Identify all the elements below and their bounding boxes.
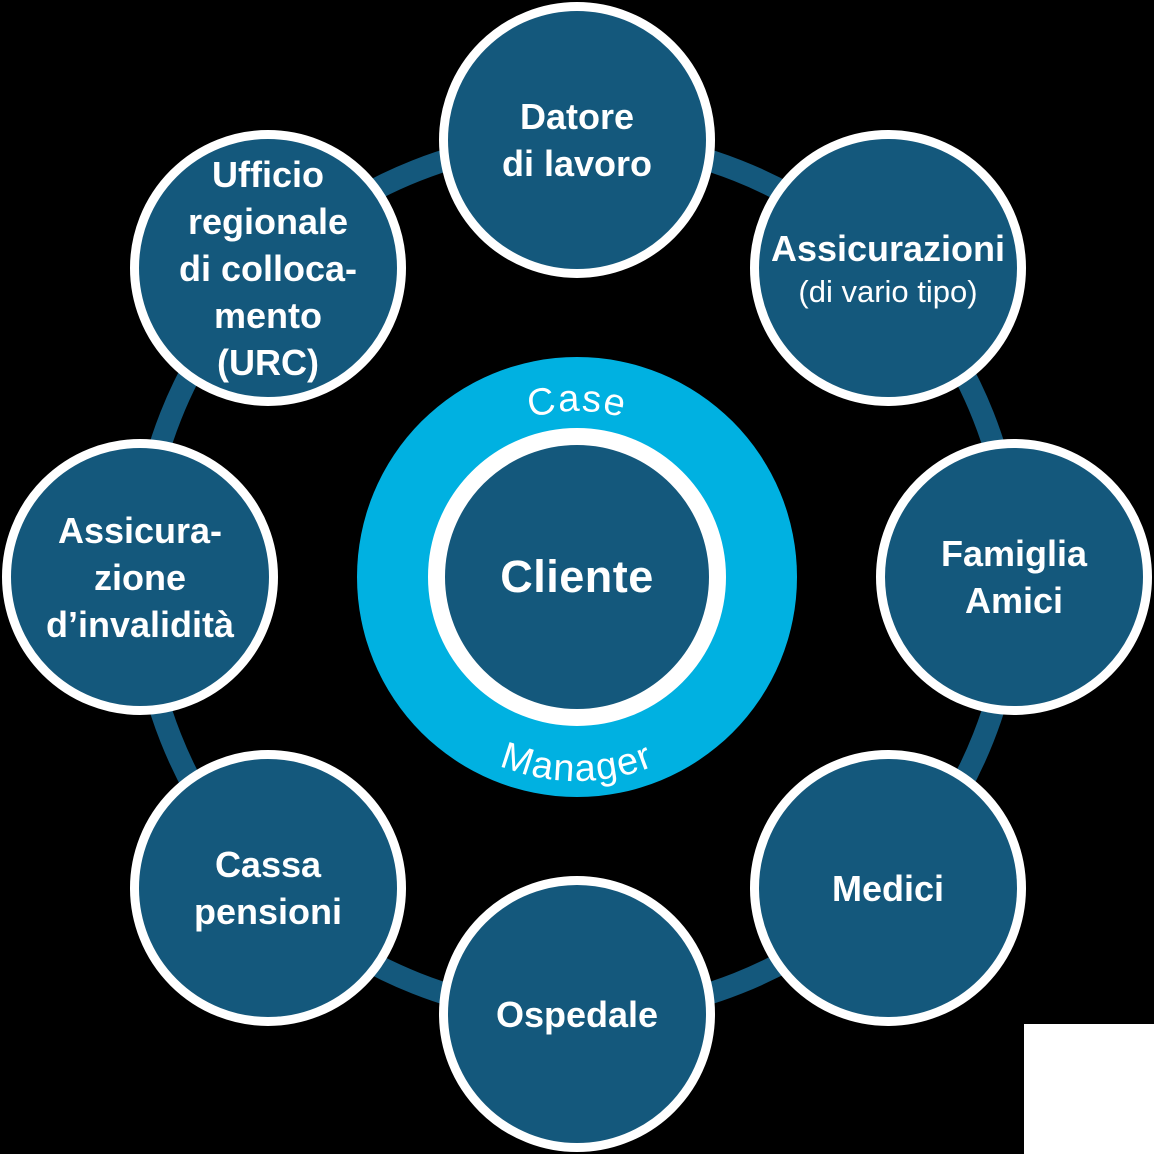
node-medici-label: Medici <box>831 867 945 909</box>
node-assicurazione-invalidita-label: Assicura- zione d’invalidità <box>45 509 235 645</box>
node-cassa-pensioni: Cassa pensioni <box>130 750 406 1026</box>
node-assicurazioni-sublabel: (di vario tipo) <box>798 273 978 309</box>
node-medici: Medici <box>750 750 1026 1026</box>
node-ospedale: Ospedale <box>439 876 715 1152</box>
hub-case-manager: Cliente <box>357 357 797 797</box>
hub-cliente-label: Cliente <box>500 551 654 602</box>
node-famiglia-amici-label: Famiglia Amici <box>940 533 1088 621</box>
node-assicurazioni: Assicurazioni (di vario tipo) <box>750 130 1026 406</box>
node-famiglia-amici: Famiglia Amici <box>876 439 1152 715</box>
node-ospedale-label: Ospedale <box>495 993 659 1035</box>
corner-white-block <box>1024 1024 1154 1154</box>
node-cassa-pensioni-label: Cassa pensioni <box>193 844 342 932</box>
node-ufficio-regionale-urc-label: Ufficio regionale di colloca- mento (URC… <box>178 153 358 383</box>
node-assicurazione-invalidita: Assicura- zione d’invalidità <box>2 439 278 715</box>
node-datore-di-lavoro-label: Datore di lavoro <box>501 96 653 184</box>
hub-cliente-circle: Cliente <box>428 428 726 726</box>
node-datore-di-lavoro: Datore di lavoro <box>439 2 715 278</box>
node-ufficio-regionale-urc: Ufficio regionale di colloca- mento (URC… <box>130 130 406 406</box>
node-assicurazioni-label: Assicurazioni <box>770 227 1006 269</box>
